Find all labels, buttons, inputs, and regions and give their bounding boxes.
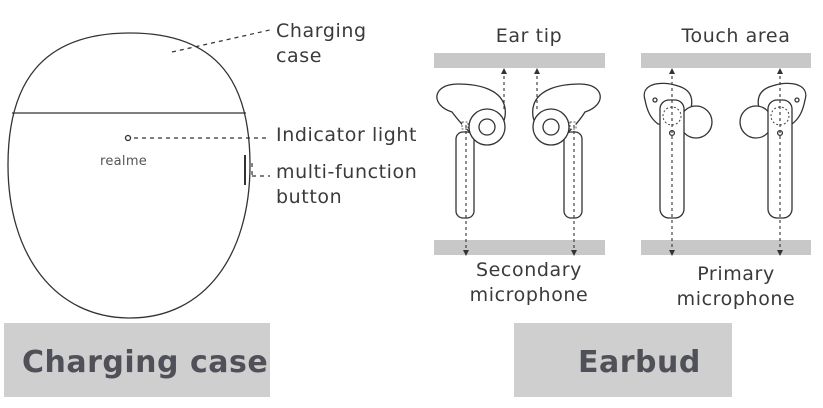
touch-area-label: Touch area <box>681 25 791 47</box>
earbud-front-left <box>643 82 713 219</box>
earbud-side-left <box>436 83 506 219</box>
charging-case-leader <box>171 29 271 53</box>
earbud-front-right <box>739 82 807 219</box>
bottom-bar-left <box>434 240 605 255</box>
primary-mic-line2: microphone <box>676 288 796 310</box>
earbud-banner <box>514 323 732 397</box>
ear-tip-label: Ear tip <box>495 25 563 47</box>
indicator-light-dot <box>124 134 132 142</box>
charging-case-outline <box>7 32 251 319</box>
earbud-arrowheads <box>463 68 783 256</box>
brand-logo-text: realme <box>100 154 148 169</box>
top-bar-right <box>641 53 811 68</box>
button-label-line1: multi-function <box>276 161 418 183</box>
secondary-microphone-label: Secondary microphone <box>434 258 624 308</box>
earbud-banner-title: Earbud <box>578 345 701 380</box>
primary-microphone-label: Primary microphone <box>641 262 823 312</box>
charging-case-banner-title: Charging case <box>22 345 269 380</box>
secondary-mic-line2: microphone <box>469 284 589 306</box>
bottom-bar-right <box>641 240 811 255</box>
earbud-bars <box>434 53 811 255</box>
button-label-line2: button <box>276 186 343 208</box>
primary-mic-line1: Primary <box>697 263 775 285</box>
charging-case-drawing <box>7 29 271 319</box>
charging-case-label-line1: Charging <box>276 20 367 42</box>
earbud-side-right <box>532 83 601 219</box>
charging-case-banner <box>4 323 270 397</box>
secondary-mic-line1: Secondary <box>475 259 583 281</box>
top-bar-left <box>434 53 605 68</box>
charging-case-label-line2: case <box>276 45 323 67</box>
charging-case-label: Charging case <box>276 19 367 69</box>
multi-function-button-label: multi-function button <box>276 160 417 210</box>
indicator-light-label: Indicator light <box>276 124 418 146</box>
earbud-leaders <box>465 70 781 254</box>
